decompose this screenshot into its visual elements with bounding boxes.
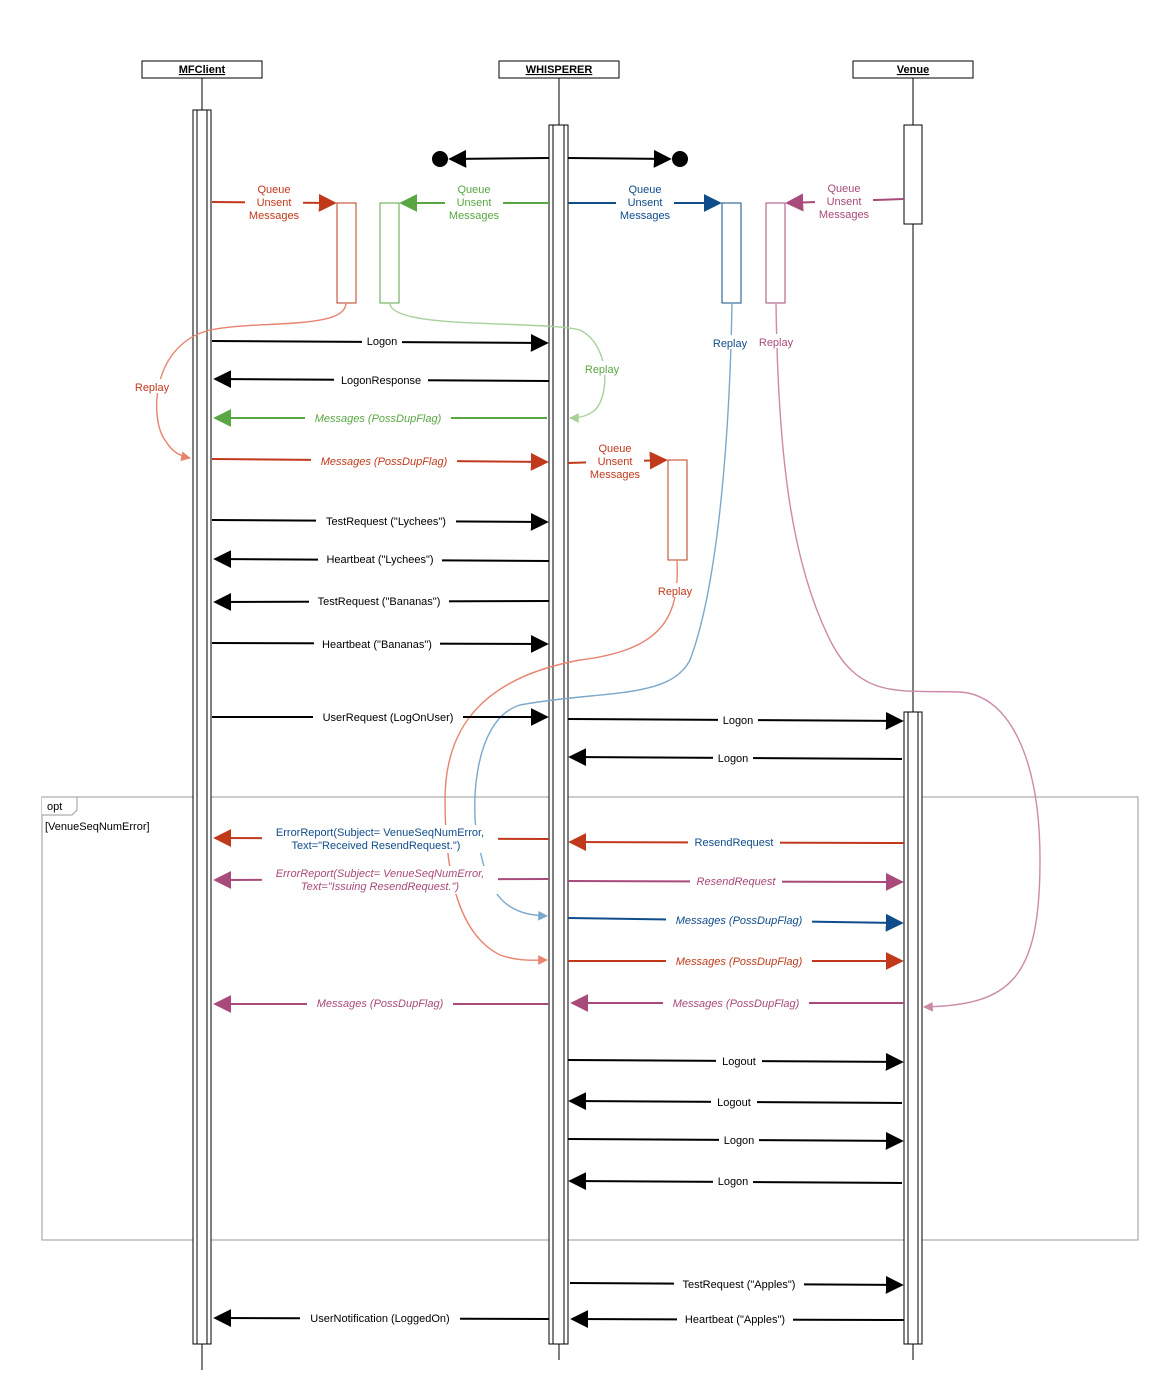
msg-green-possdup: Messages (PossDupFlag): [315, 413, 442, 425]
msg-logout-out: Logout: [722, 1056, 756, 1068]
msg-venue-logon-out: Logon: [723, 715, 754, 727]
actor-venue-label: Venue: [897, 64, 929, 76]
msg-venue-logon-in: Logon: [718, 753, 749, 765]
msg-red-possdup-out: Messages (PossDupFlag): [676, 956, 803, 968]
replay-label-blue: Replay: [713, 338, 748, 350]
msg-hb-lychees: Heartbeat ("Lychees"): [326, 554, 433, 566]
actor-mfclient: MFClient: [141, 60, 263, 79]
msg-error1-line1: ErrorReport(Subject= VenueSeqNumError,: [276, 827, 484, 839]
msg-red-possdup: Messages (PossDupFlag): [321, 456, 448, 468]
msg-logon-out2: Logon: [724, 1135, 755, 1147]
frame-guard: [VenueSeqNumError]: [45, 821, 150, 833]
queue-label-blue: Queue Unsent Messages: [616, 181, 674, 223]
opt-frame: opt [VenueSeqNumError]: [41, 796, 1139, 1241]
msg-blue-possdup: Messages (PossDupFlag): [676, 915, 803, 927]
replay-curves: [156, 302, 1041, 1012]
actor-mfclient-label: MFClient: [179, 64, 226, 76]
msg-hb-apples: Heartbeat ("Apples"): [685, 1314, 785, 1326]
svg-text:Queue: Queue: [628, 184, 661, 196]
actor-venue: Venue: [852, 60, 974, 79]
msg-logon-response: LogonResponse: [341, 375, 421, 387]
replay-label-green: Replay: [585, 364, 620, 376]
queue-label-red2: Queue Unsent Messages: [586, 440, 644, 482]
svg-text:Messages: Messages: [819, 209, 870, 221]
svg-text:Unsent: Unsent: [257, 197, 292, 209]
svg-text:Unsent: Unsent: [457, 197, 492, 209]
msg-error2-line2: Text="Issuing ResendRequest."): [301, 881, 459, 893]
svg-text:Messages: Messages: [590, 469, 641, 481]
svg-text:Queue: Queue: [257, 184, 290, 196]
msg-test-apples: TestRequest ("Apples"): [683, 1279, 796, 1291]
queue-label-green: Queue Unsent Messages: [445, 181, 503, 223]
queue-label-purple: Queue Unsent Messages: [815, 180, 873, 222]
endpoint-messages: [432, 149, 688, 168]
msg-hb-bananas: Heartbeat ("Bananas"): [322, 639, 432, 651]
actor-whisperer-label: WHISPERER: [526, 64, 593, 76]
msg-logon-in2: Logon: [718, 1176, 749, 1188]
svg-text:Queue: Queue: [457, 184, 490, 196]
svg-text:Unsent: Unsent: [628, 197, 663, 209]
msg-resend-out: ResendRequest: [697, 876, 777, 888]
replay-label-red2: Replay: [658, 586, 693, 598]
svg-text:Queue: Queue: [598, 443, 631, 455]
msg-user-request: UserRequest (LogOnUser): [323, 712, 454, 724]
msg-test-lychees: TestRequest ("Lychees"): [326, 516, 446, 528]
svg-text:Unsent: Unsent: [598, 456, 633, 468]
replay-label-purple: Replay: [759, 337, 794, 349]
msg-purple-possdup-in: Messages (PossDupFlag): [673, 998, 800, 1010]
replay-label-red: Replay: [135, 382, 170, 394]
msg-logon: Logon: [367, 336, 398, 348]
frame-tag: opt: [47, 801, 62, 813]
svg-text:Messages: Messages: [249, 210, 300, 222]
msg-user-notification: UserNotification (LoggedOn): [310, 1313, 449, 1325]
msg-test-bananas: TestRequest ("Bananas"): [318, 596, 441, 608]
msg-error2-line1: ErrorReport(Subject= VenueSeqNumError,: [276, 868, 484, 880]
msg-logout-in: Logout: [717, 1097, 751, 1109]
actor-whisperer: WHISPERER: [498, 60, 620, 79]
svg-text:Messages: Messages: [449, 210, 500, 222]
svg-text:Unsent: Unsent: [827, 196, 862, 208]
msg-resend-in: ResendRequest: [695, 837, 774, 849]
activation-bars: [192, 109, 923, 1345]
queue-label-red: Queue Unsent Messages: [245, 181, 303, 223]
msg-purple-possdup-client: Messages (PossDupFlag): [317, 998, 444, 1010]
msg-error1-line2: Text="Received ResendRequest."): [292, 840, 461, 852]
queue-boxes: [336, 202, 786, 561]
svg-text:Queue: Queue: [827, 183, 860, 195]
svg-text:Messages: Messages: [620, 210, 671, 222]
